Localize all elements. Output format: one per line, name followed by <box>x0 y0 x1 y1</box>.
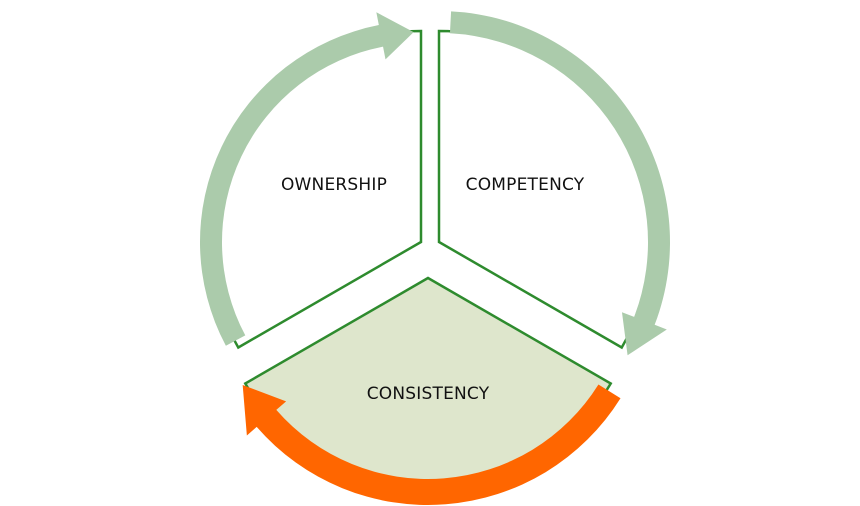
ownership-arrow-icon <box>199 12 414 346</box>
competency-label: COMPETENCY <box>465 175 585 195</box>
consistency-arrow-icon <box>242 384 621 505</box>
ownership-label: OWNERSHIP <box>280 175 388 195</box>
consistency-label: CONSISTENCY <box>366 384 490 404</box>
competency-arrow-icon <box>449 11 670 356</box>
